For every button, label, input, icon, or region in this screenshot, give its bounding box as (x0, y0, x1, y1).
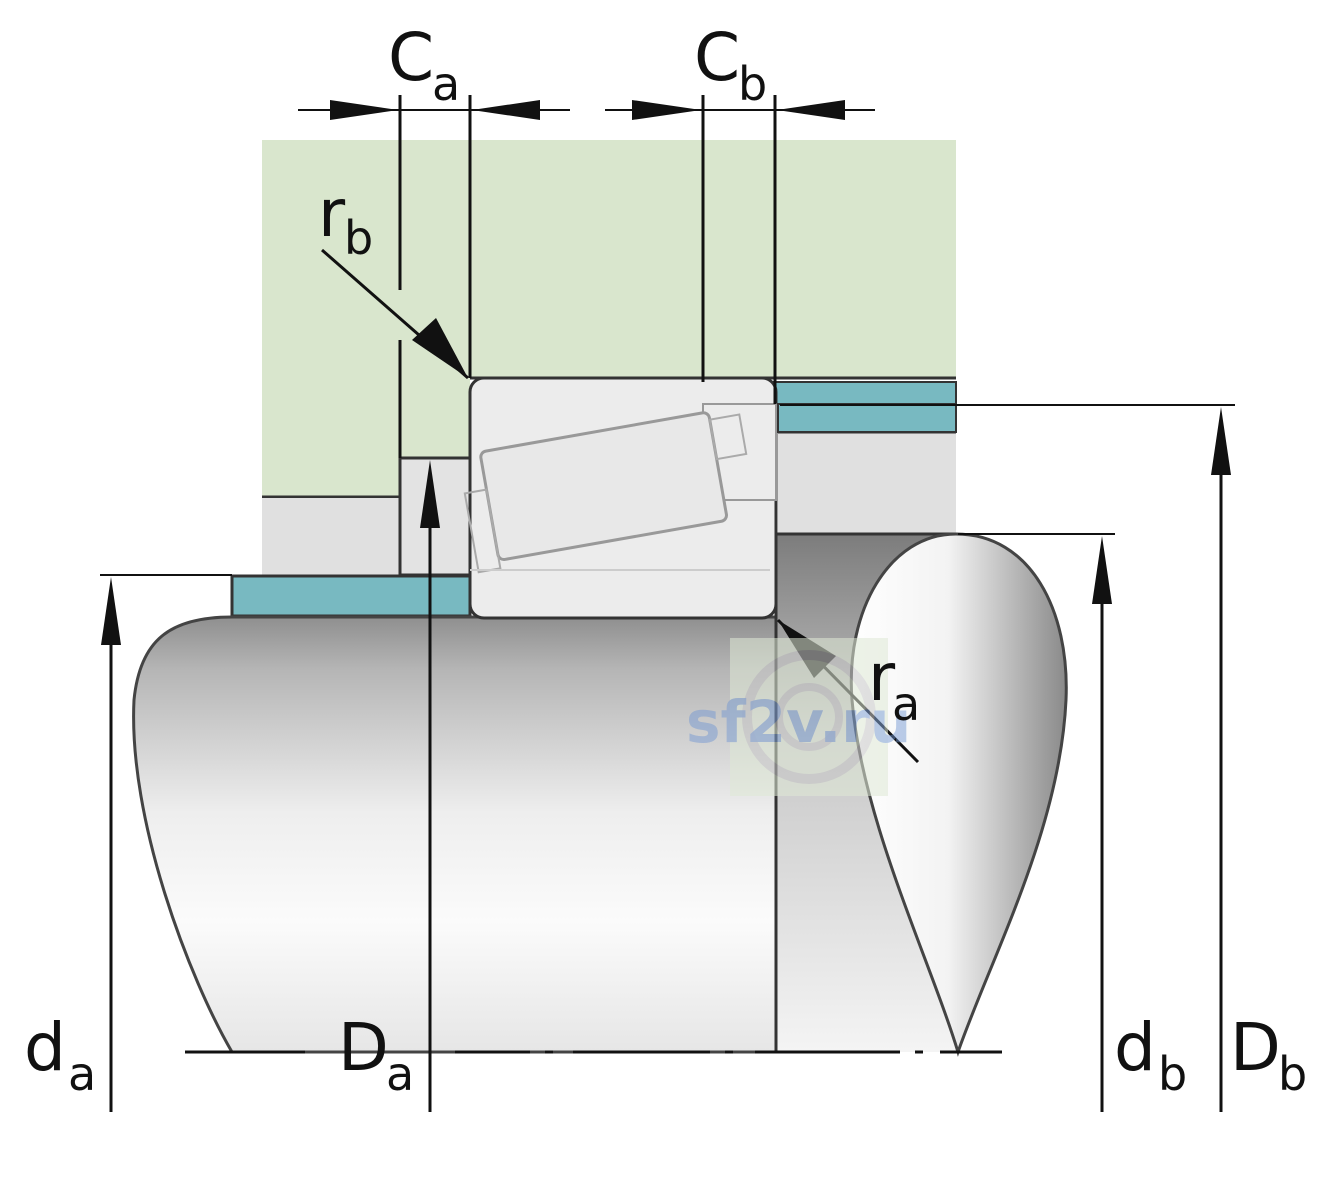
label-rb: r b (318, 175, 373, 265)
svg-text:b: b (738, 57, 767, 111)
svg-text:b: b (344, 211, 373, 265)
svg-text:a: a (386, 1047, 414, 1101)
svg-text:D: D (1230, 1009, 1281, 1086)
svg-text:d: d (1114, 1009, 1156, 1086)
svg-text:a: a (432, 57, 460, 111)
tapered-roller-bearing (463, 376, 778, 620)
svg-text:a: a (68, 1047, 96, 1101)
label-da: d a (24, 1009, 96, 1101)
svg-text:r: r (868, 639, 896, 716)
svg-text:b: b (1278, 1047, 1307, 1101)
dimension-ca (298, 95, 570, 458)
dimension-db-arrow (1092, 536, 1112, 1112)
label-ra: r a (868, 639, 920, 731)
svg-text:C: C (694, 19, 740, 96)
svg-text:a: a (892, 677, 920, 731)
svg-text:C: C (388, 19, 434, 96)
label-Cb: C b (694, 19, 767, 111)
watermark: sf2v.ru (686, 638, 911, 796)
left-sleeve (230, 574, 472, 618)
label-Ca: C a (388, 19, 460, 111)
dimension-da-arrow (101, 577, 121, 1112)
label-Db: D b (1230, 1009, 1307, 1101)
right-housing-grey (778, 430, 956, 534)
svg-text:D: D (338, 1009, 389, 1086)
dimension-Db-arrow (1211, 407, 1231, 1112)
left-shaft-step (262, 498, 400, 575)
extension-lines (100, 404, 1235, 576)
svg-text:d: d (24, 1009, 66, 1086)
dimension-cb (605, 95, 875, 404)
label-Da: D a (338, 1009, 414, 1101)
label-db: d b (1114, 1009, 1187, 1101)
housing (262, 140, 956, 499)
svg-text:b: b (1158, 1047, 1187, 1101)
watermark-text: sf2v.ru (686, 688, 911, 756)
svg-text:r: r (318, 175, 346, 252)
dimension-Da-arrow (420, 460, 440, 1112)
rb-leader (321, 248, 469, 380)
